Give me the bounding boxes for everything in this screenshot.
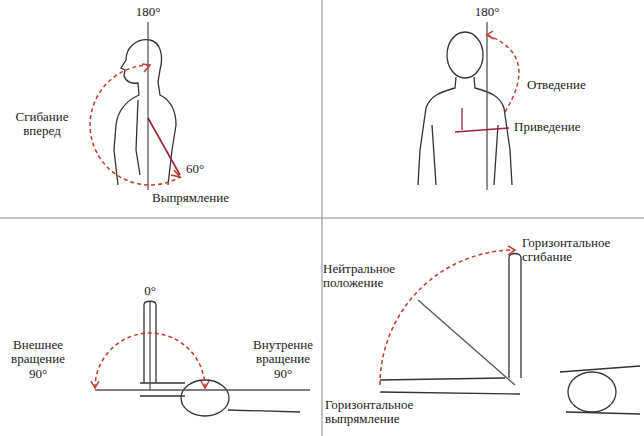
back-figure [418,32,512,185]
label-text: Внешнее вращение 90° [2,338,74,381]
label-text: Отведение [527,78,637,92]
motion-arc [380,250,515,385]
reference-line [147,22,148,190]
label-text: Горизонтальное сгибание [522,236,640,265]
supine-figure [380,254,640,415]
label-text: Сгибание вперед [6,110,78,139]
motion-arc [487,35,519,112]
panel-divider [0,218,644,219]
extension-line [148,118,180,175]
arrow-head [508,246,515,255]
motion-arc [90,65,180,185]
label-text: Приведение [514,120,624,134]
label-text: Выпрямление [152,191,262,205]
label-text: Внутренне вращение 90° [246,338,320,381]
label-text: Горизонтальное выпрямление [325,398,447,427]
motion-arc [95,333,205,388]
reference-line [95,389,310,390]
side-figure [114,40,176,185]
adduction-line [455,128,509,132]
adduction-line [461,108,462,130]
neutral-line [418,300,515,385]
reference-line [486,22,487,190]
label-text: 180° [128,5,168,19]
label-text: 0° [135,284,165,298]
arrow-head [201,381,209,388]
label-text: Нейтральное положение [323,262,411,291]
arrow-head [142,64,150,72]
reference-line [149,302,150,390]
label-text: 180° [467,5,507,19]
arrow-head [91,381,99,388]
label-text: 60° [186,162,226,176]
arrow-head [487,31,494,39]
